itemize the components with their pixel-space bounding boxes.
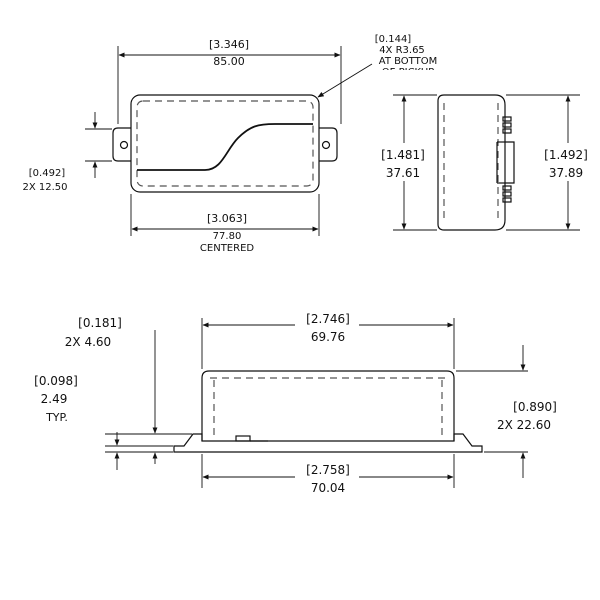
front-bottom-length-mm: 70.04 [311,481,345,495]
front-top-length-inch: [2.746] [306,312,350,326]
side-left-height-mm: 37.61 [386,166,420,180]
right-mounting-hole [321,140,331,150]
pickup-inner-hidden-outline [136,100,314,187]
inner-width-note: CENTERED [200,243,254,254]
bobbin-divider-curve [137,123,313,171]
front-view: [2.746] 69.76 [2.758] 70.04 [0.181] 2X 4… [34,311,557,496]
front-top-length-mm: 69.76 [311,330,345,344]
side-bracket [505,141,515,184]
left-mounting-hole [119,140,129,150]
inner-width-inch: [3.063] [207,212,247,225]
inner-width-mm: 77.80 [213,231,242,242]
flange-thickness-inch: [0.098] [34,374,78,388]
right-mounting-tab [319,127,338,162]
radius-inch: [0.144] [375,34,412,45]
side-view: [1.481] 37.61 [1.492] 37.89 [380,94,593,231]
side-left-height-inch: [1.481] [381,148,425,162]
tab-offset-inch: [0.492] [29,168,66,179]
flange-thickness-note: TYP. [45,411,68,424]
side-right-height-mm: 37.89 [549,166,583,180]
left-mounting-tab [112,127,131,162]
body-height-mm: 2X 22.60 [497,418,551,432]
top-view: [3.346] 85.00 [0.144] 4X R3.65 AT BOTTOM… [22,34,450,254]
pickup-outline [130,94,320,193]
front-flanges [173,433,483,453]
radius-note-1: AT BOTTOM [379,56,437,67]
radius-mm: 4X R3.65 [379,45,425,56]
side-right-height-inch: [1.492] [544,148,588,162]
side-body-outline [437,94,506,231]
flange-thickness-mm: 2.49 [41,392,68,406]
flange-height-inch: [0.181] [78,316,122,330]
front-body-outline [201,370,455,441]
top-width-mm: 85.00 [213,55,245,68]
top-width-inch: [3.346] [209,38,249,51]
tab-offset-mm: 2X 12.50 [22,182,67,193]
front-bottom-length-inch: [2.758] [306,463,350,477]
flange-height-mm: 2X 4.60 [65,335,111,349]
body-height-inch: [0.890] [513,400,557,414]
